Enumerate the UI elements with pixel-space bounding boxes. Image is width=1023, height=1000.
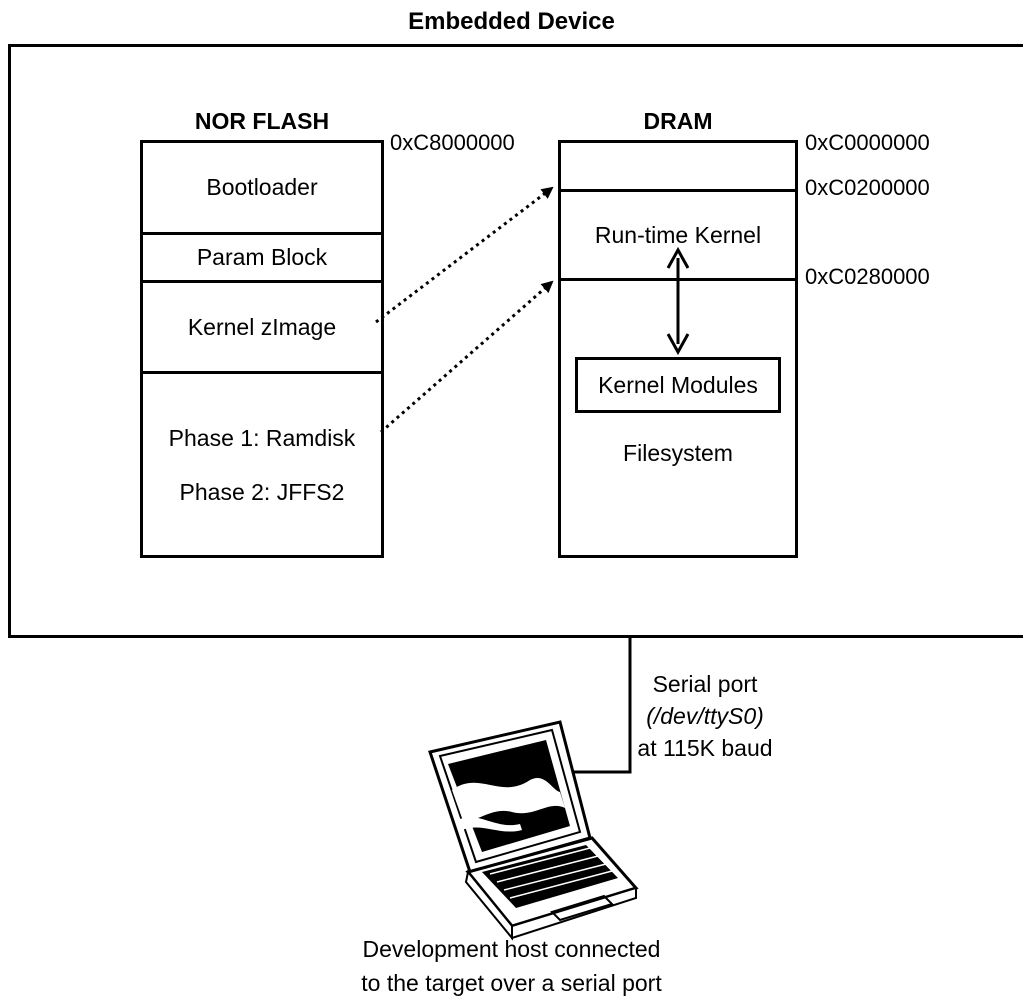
filesystem-image-region: Phase 1: Ramdisk Phase 2: JFFS2	[143, 374, 381, 555]
embedded-device-box	[8, 44, 1023, 638]
serial-device-path: (/dev/ttyS0)	[646, 703, 764, 729]
host-caption-line2: to the target over a serial port	[361, 970, 662, 996]
phase1-ramdisk-label: Phase 1: Ramdisk	[168, 424, 356, 451]
dram-label: DRAM	[643, 108, 713, 134]
kernel-zimage-label: Kernel zImage	[187, 313, 337, 340]
nor-flash-block: Bootloader Param Block Kernel zImage Pha…	[140, 140, 384, 558]
host-caption: Development host connected to the target…	[0, 932, 1023, 1000]
runtime-kernel-label: Run-time Kernel	[594, 221, 762, 248]
dram-address-0: 0xC0000000	[805, 130, 930, 155]
phase2-jffs2-label: Phase 2: JFFS2	[179, 478, 345, 505]
serial-port-line1: Serial port	[652, 671, 758, 697]
diagram-title: Embedded Device	[408, 8, 615, 35]
nor-flash-start-address: 0xC8000000	[390, 130, 515, 155]
param-block-label: Param Block	[196, 244, 328, 270]
host-caption-line1: Development host connected	[362, 936, 661, 962]
laptop-icon	[428, 720, 639, 941]
bootloader-label: Bootloader	[206, 174, 318, 200]
ramdisk-copy-arrow	[380, 280, 554, 434]
kernel-copy-arrow	[375, 186, 554, 324]
filesystem-label: Filesystem	[623, 439, 733, 466]
kernel-zimage-region: Kernel zImage	[143, 283, 381, 374]
bootloader-region: Bootloader	[143, 143, 381, 235]
serial-baud-rate: at 115K baud	[637, 735, 773, 761]
kernel-modules-box: Kernel Modules	[575, 357, 781, 413]
param-block-region: Param Block	[143, 235, 381, 283]
dram-address-1: 0xC0200000	[805, 175, 930, 200]
kernel-modules-label: Kernel Modules	[598, 371, 758, 398]
nor-flash-label: NOR FLASH	[194, 108, 330, 134]
dram-reserved-region	[561, 143, 795, 192]
filesystem-region: Filesystem	[561, 433, 795, 473]
dram-address-2: 0xC0280000	[805, 264, 930, 289]
serial-port-label: Serial port (/dev/ttyS0) at 115K baud	[610, 668, 800, 764]
